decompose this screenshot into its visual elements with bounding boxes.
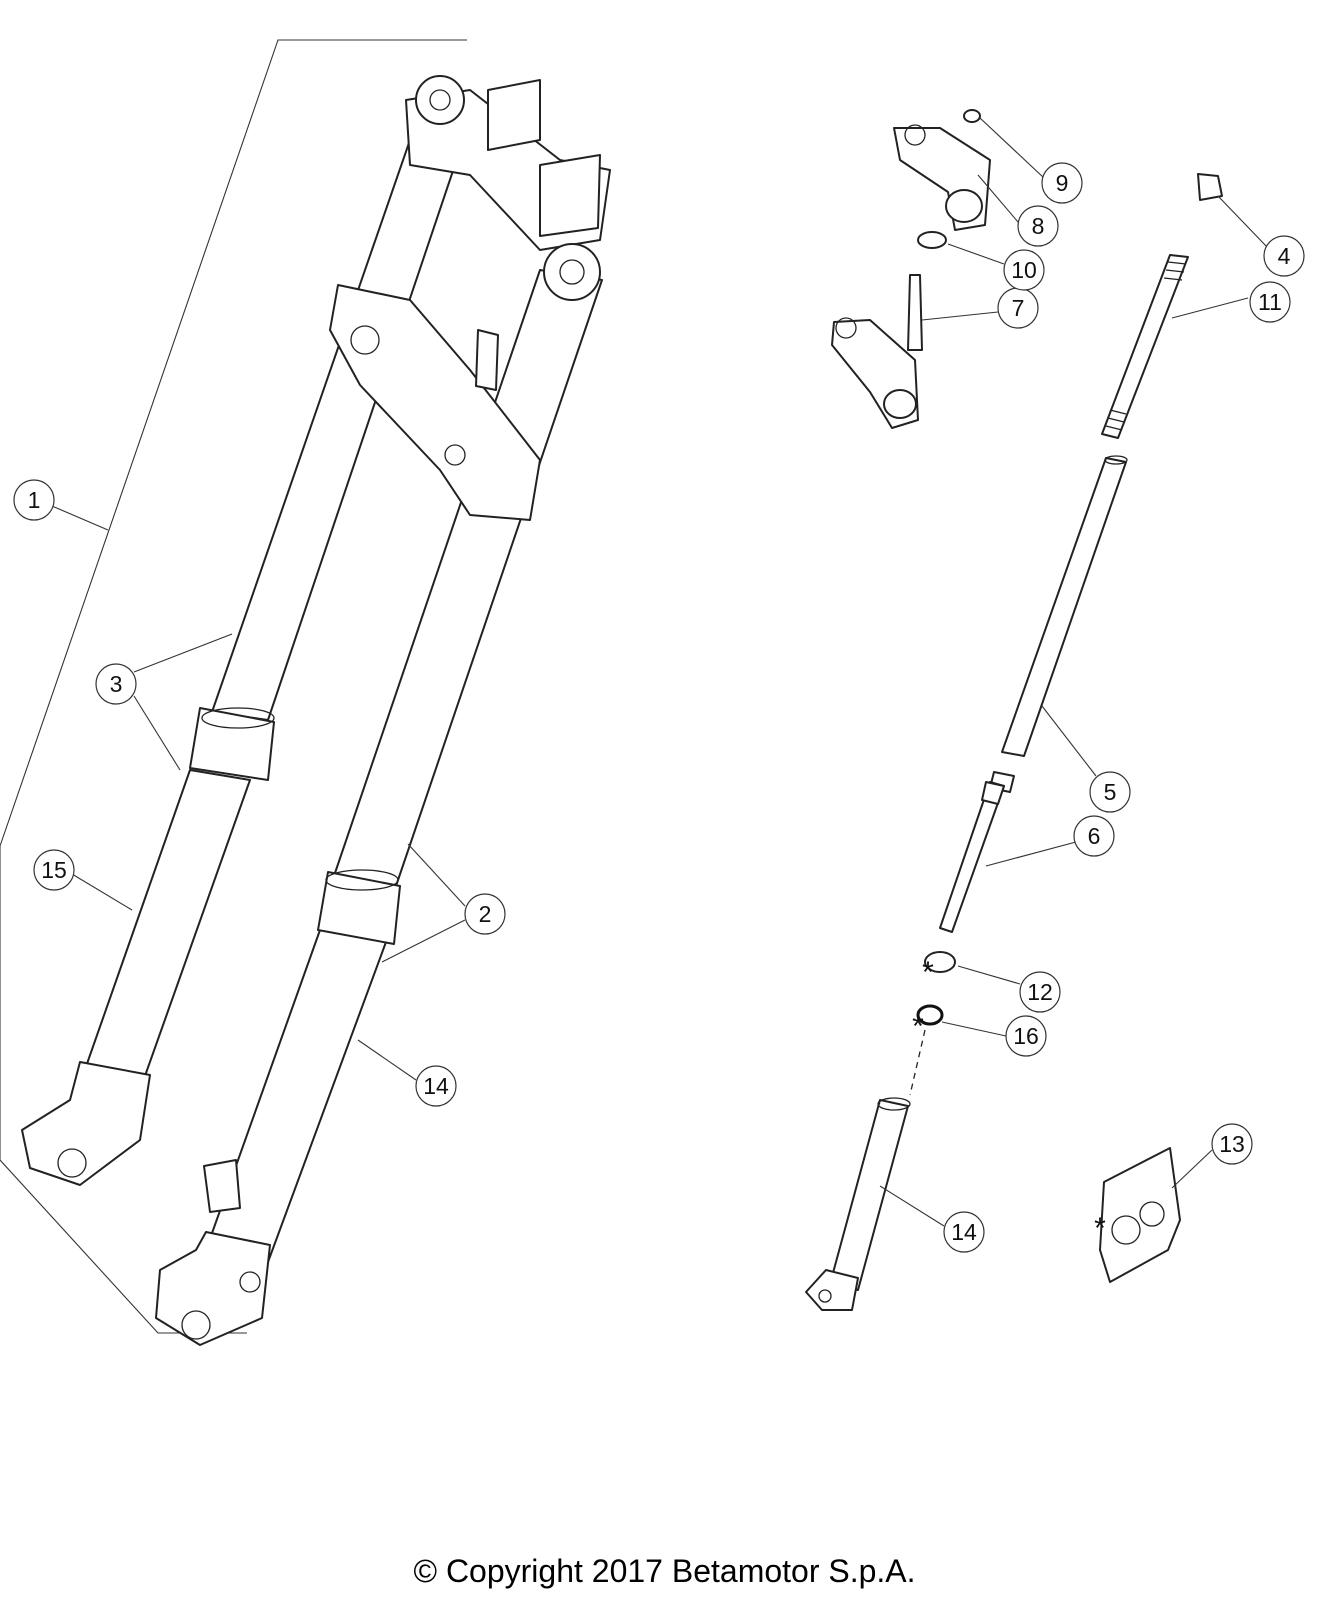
assembly-bracket — [0, 39, 467, 1334]
callout-1-label: 1 — [28, 487, 41, 513]
callout-12: 12 — [1019, 971, 1061, 1013]
right-fork-lower-leg — [205, 929, 387, 1263]
fork-exploded-diagram: 1 2 3 4 5 6 7 8 9 10 11 12 13 14 14 15 1… — [0, 39, 1305, 1346]
copyright-notice: © Copyright 2017 Betamotor S.p.A. — [413, 1553, 916, 1589]
part-16-o-ring — [916, 1004, 944, 1026]
callout-5: 5 — [1089, 771, 1131, 813]
part-7-steering-stem — [907, 274, 923, 351]
callout-4: 4 — [1263, 235, 1305, 277]
fork-assembly-drawing — [21, 75, 611, 1346]
callout-16-label: 16 — [1013, 1023, 1039, 1049]
callout-14-label: 14 — [423, 1073, 449, 1099]
callout-2-label: 2 — [479, 901, 492, 927]
callout-5-label: 5 — [1104, 779, 1117, 805]
callout-10: 10 — [1003, 249, 1045, 291]
callout-2: 2 — [464, 893, 506, 935]
left-axle-foot — [21, 1061, 151, 1186]
callout-11: 11 — [1249, 281, 1291, 323]
callout-6: 6 — [1073, 815, 1115, 857]
part-6-damper-rod — [939, 781, 1005, 933]
leader-lines — [51, 117, 1269, 1227]
callout-13: 13 — [1211, 1123, 1253, 1165]
callout-6-label: 6 — [1088, 823, 1101, 849]
left-fork-lower-leg — [81, 769, 251, 1091]
part-11-cartridge — [1101, 254, 1189, 439]
part-12-seal — [924, 951, 956, 973]
right-axle-foot — [155, 1231, 271, 1346]
asterisk-12: * — [922, 956, 934, 989]
callout-14-label: 14 — [951, 1219, 977, 1245]
callout-3-label: 3 — [110, 671, 123, 697]
callout-10-label: 10 — [1011, 257, 1037, 283]
callout-11-label: 11 — [1258, 289, 1282, 315]
callout-9: 9 — [1041, 162, 1083, 204]
callout-9-label: 9 — [1056, 170, 1069, 196]
callout-8-label: 8 — [1032, 213, 1045, 239]
callout-15: 15 — [33, 849, 75, 891]
callout-7: 7 — [997, 287, 1039, 329]
callout-4-label: 4 — [1278, 243, 1291, 269]
part-4-fork-cap — [1197, 173, 1223, 201]
callout-8: 8 — [1017, 205, 1059, 247]
left-fork-collar — [189, 707, 275, 781]
exploded-parts-drawing — [805, 109, 1223, 1311]
callout-15-label: 15 — [41, 857, 67, 883]
callout-7-label: 7 — [1012, 295, 1025, 321]
fork-cap — [543, 243, 601, 301]
callout-3: 3 — [95, 663, 137, 705]
callout-1: 1 — [13, 479, 55, 521]
part-9-nut — [963, 109, 981, 123]
callout-13-label: 13 — [1219, 1131, 1245, 1157]
asterisk-16: * — [912, 1010, 924, 1043]
right-fork-collar — [317, 871, 401, 945]
asterisk-13: * — [1094, 1212, 1106, 1245]
part-14-lower-leg — [829, 1099, 909, 1291]
part-5-fork-tube — [1001, 457, 1127, 757]
callout-14-assembly: 14 — [415, 1065, 457, 1107]
callout-16: 16 — [1005, 1015, 1047, 1057]
part-10-washer — [917, 231, 947, 249]
lower-triple-clamp — [329, 284, 541, 521]
steering-stem-assembled — [475, 329, 499, 391]
callout-12-label: 12 — [1027, 979, 1053, 1005]
callout-14-exploded: 14 — [943, 1211, 985, 1253]
